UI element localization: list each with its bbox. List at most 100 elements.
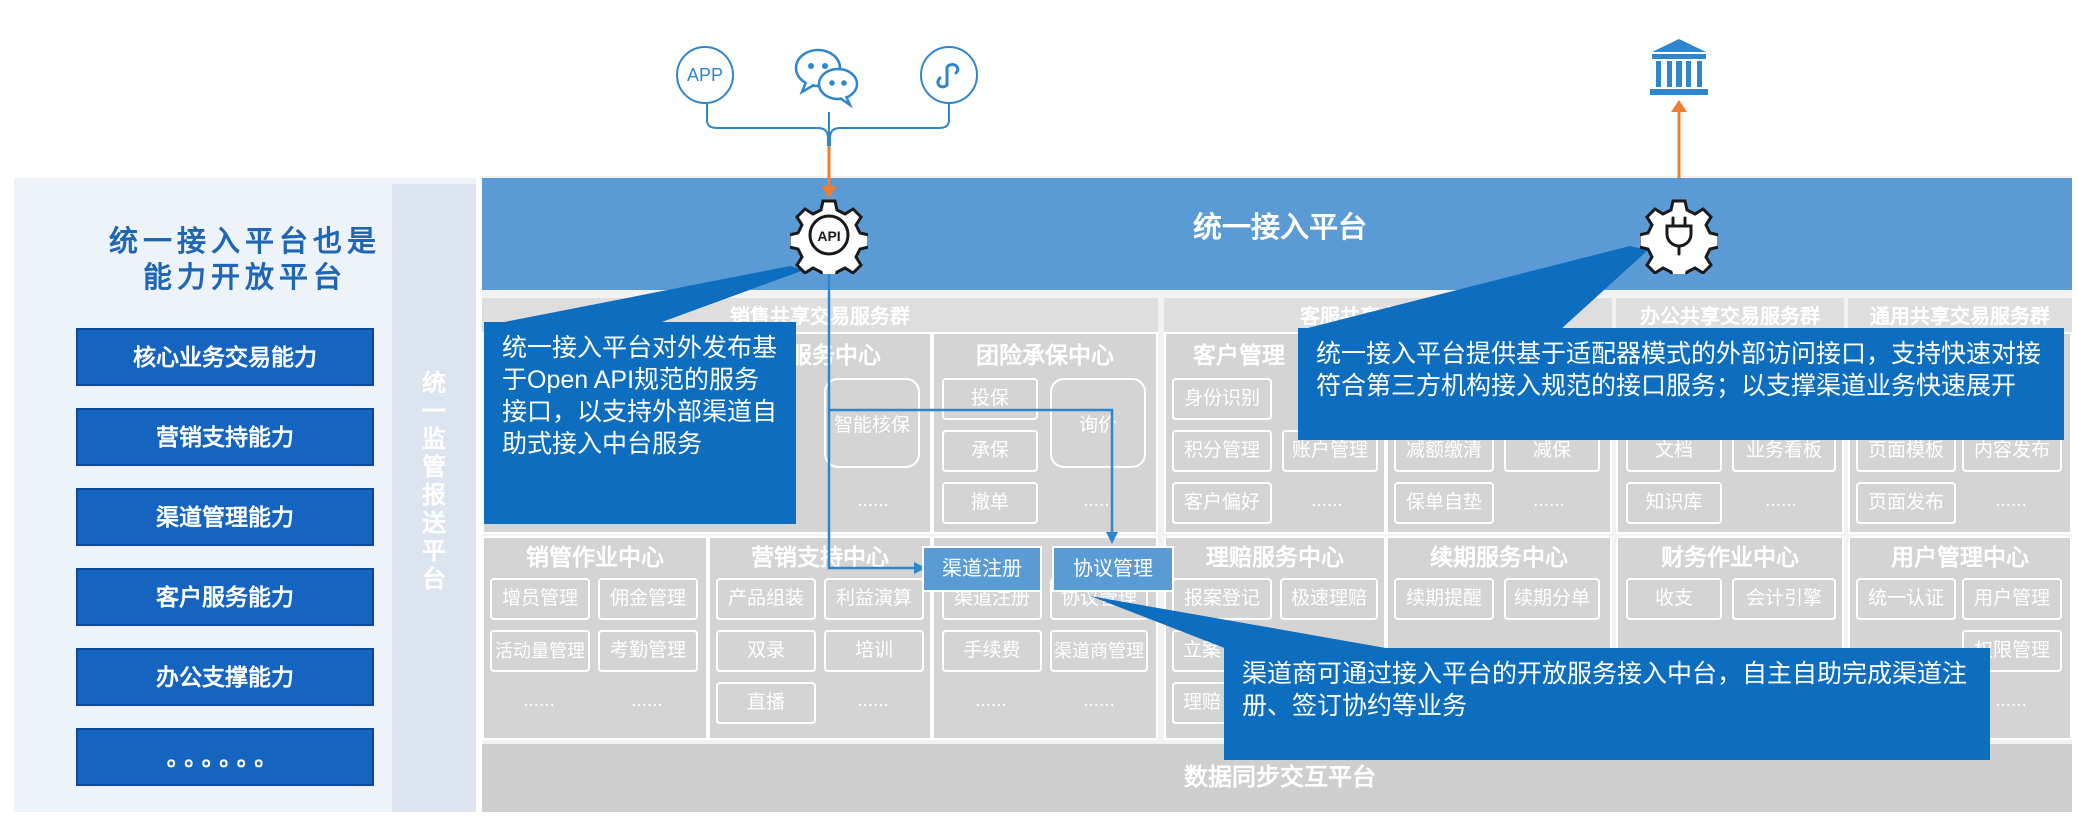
center-channel-more-1: ...... <box>975 690 1007 711</box>
monitor-label-char: 报 <box>422 482 446 509</box>
center-office-more: ...... <box>1765 490 1797 511</box>
wechat-icon[interactable] <box>792 44 862 109</box>
cell-dual-recording[interactable]: 双录 <box>716 630 816 672</box>
api-gear-icon[interactable]: API <box>787 196 871 283</box>
center-service-more: ...... <box>857 490 889 511</box>
group-general-bar <box>1848 298 2072 332</box>
cell-benefit-calc[interactable]: 利益演算 <box>824 578 924 620</box>
monitor-label-char: 统 <box>422 370 446 397</box>
cell-knowledge[interactable]: 知识库 <box>1626 482 1722 524</box>
center-channel-more-2: ...... <box>1083 690 1115 711</box>
channel-register-button[interactable]: 渠道注册 <box>922 546 1042 592</box>
cell-recruitment[interactable]: 增员管理 <box>490 578 590 620</box>
center-user-title: 用户管理中心 <box>1891 544 2029 570</box>
capability-channel[interactable]: 渠道管理能力 <box>76 488 374 546</box>
center-marketing-title: 营销支持中心 <box>751 544 889 570</box>
callout-channel-pointer <box>1080 592 1420 654</box>
center-sales-ops-more-2: ...... <box>631 690 663 711</box>
center-group-underwriting-title: 团险承保中心 <box>976 342 1114 368</box>
capability-core-trade[interactable]: 核心业务交易能力 <box>76 328 374 386</box>
center-finance-title: 财务作业中心 <box>1661 544 1799 570</box>
app-icon-label: APP <box>686 64 724 85</box>
cell-fast-claim[interactable]: 极速理赔 <box>1280 578 1378 620</box>
capability-office[interactable]: 办公支撑能力 <box>76 648 374 706</box>
cell-training[interactable]: 培训 <box>824 630 924 672</box>
adapter-gear-icon[interactable] <box>1637 196 1721 283</box>
center-customer-more: ...... <box>1311 490 1343 511</box>
monitor-label-char: 监 <box>422 426 446 453</box>
cell-income-expense[interactable]: 收支 <box>1626 578 1722 620</box>
cell-accounting-engine[interactable]: 会计引擎 <box>1732 578 1836 620</box>
cell-auto-loan[interactable]: 保单自垫 <box>1394 482 1494 524</box>
monitor-label-char: 平 <box>422 538 446 565</box>
center-renewal-title: 续期服务中心 <box>1430 544 1568 570</box>
capability-more[interactable]: 。。。。。。 <box>76 728 374 786</box>
cell-renewal-split[interactable]: 续期分单 <box>1504 578 1600 620</box>
center-claims-title: 理赔服务中心 <box>1206 544 1344 570</box>
cell-underwrite[interactable]: 承保 <box>942 430 1038 472</box>
center-group-underwriting <box>932 332 1158 534</box>
access-platform-header <box>482 178 2072 290</box>
callout-channel: 渠道商可通过接入平台的开放服务接入中台，自主自助完成渠道注册、签订协约等业务 <box>1224 648 1990 760</box>
monitor-label: 统一监管报送平台 <box>392 370 476 594</box>
api-gear-label: API <box>817 228 840 244</box>
center-marketing-more: ...... <box>857 690 889 711</box>
monitor-strip <box>392 184 476 812</box>
inquiry-box[interactable]: 询价 <box>1050 378 1146 468</box>
cell-report[interactable]: 报案登记 <box>1172 578 1272 620</box>
line-miniprogram <box>829 104 950 146</box>
cell-points[interactable]: 积分管理 <box>1172 430 1272 472</box>
callout-api-pointer <box>484 266 804 330</box>
center-marketing <box>708 536 932 740</box>
cell-product-assembly[interactable]: 产品组装 <box>716 578 816 620</box>
cell-renewal-remind[interactable]: 续期提醒 <box>1394 578 1494 620</box>
cell-attendance[interactable]: 考勤管理 <box>598 630 698 672</box>
callout-adapter: 统一接入平台提供基于适配器模式的外部访问接口，支持快速对接符合第三方机构接入规范… <box>1298 328 2064 440</box>
app-icon[interactable]: APP <box>676 46 734 104</box>
capability-marketing[interactable]: 营销支持能力 <box>76 408 374 466</box>
cell-live[interactable]: 直播 <box>716 682 816 724</box>
center-sales-ops <box>482 536 708 740</box>
left-title: 统一接入平台也是 能力开放平台 <box>90 224 400 296</box>
agreement-manage-button[interactable]: 协议管理 <box>1052 546 1174 592</box>
cell-unified-auth[interactable]: 统一认证 <box>1856 578 1956 620</box>
center-sales-ops-title: 销管作业中心 <box>526 544 664 570</box>
center-sales-ops-more-1: ...... <box>523 690 555 711</box>
cell-page-publish[interactable]: 页面发布 <box>1856 482 1956 524</box>
cell-fee[interactable]: 手续费 <box>942 630 1042 672</box>
access-platform-title: 统一接入平台 <box>1192 212 1367 244</box>
group-office-bar <box>1616 298 1844 332</box>
left-title-line2: 能力开放平台 <box>142 262 347 294</box>
cell-cancel[interactable]: 撤单 <box>942 482 1038 524</box>
cell-identity[interactable]: 身份识别 <box>1172 378 1272 420</box>
monitor-label-char: 一 <box>422 398 446 425</box>
callout-api: 统一接入平台对外发布基于Open API规范的服务接口，以支持外部渠道自助式接入… <box>484 322 796 524</box>
group-general-title: 通用共享交易服务群 <box>1870 306 2050 328</box>
monitor-label-char: 台 <box>422 566 446 593</box>
center-content-more: ...... <box>1995 490 2027 511</box>
cell-channel-merchant[interactable]: 渠道商管理 <box>1050 630 1148 672</box>
cell-activity[interactable]: 活动量管理 <box>490 630 590 672</box>
center-policy-more: ...... <box>1533 490 1565 511</box>
cell-commission[interactable]: 佣金管理 <box>598 578 698 620</box>
miniprogram-icon[interactable] <box>920 46 978 104</box>
center-customer-title: 客户管理 <box>1193 342 1285 368</box>
cell-preference[interactable]: 客户偏好 <box>1172 482 1272 524</box>
line-app <box>706 104 829 146</box>
center-service-title: 服务中心 <box>789 342 881 368</box>
monitor-label-char: 管 <box>422 454 446 481</box>
arrowhead-api-in <box>821 186 837 198</box>
group-office-title: 办公共享交易服务群 <box>1640 306 1820 328</box>
cell-apply[interactable]: 投保 <box>942 378 1038 420</box>
arrowhead-agreement <box>1106 532 1118 544</box>
data-sync-platform-title: 数据同步交互平台 <box>1184 764 1376 791</box>
arrowhead-register <box>914 562 926 574</box>
capability-customer[interactable]: 客户服务能力 <box>76 568 374 626</box>
cell-user-manage[interactable]: 用户管理 <box>1962 578 2062 620</box>
line-api-to-register <box>827 268 918 570</box>
monitor-label-char: 送 <box>422 510 446 537</box>
center-group-more: ...... <box>1083 490 1115 511</box>
smart-underwriting-box[interactable]: 智能核保 <box>824 378 920 468</box>
arrowhead-adapter-out <box>1671 100 1687 112</box>
